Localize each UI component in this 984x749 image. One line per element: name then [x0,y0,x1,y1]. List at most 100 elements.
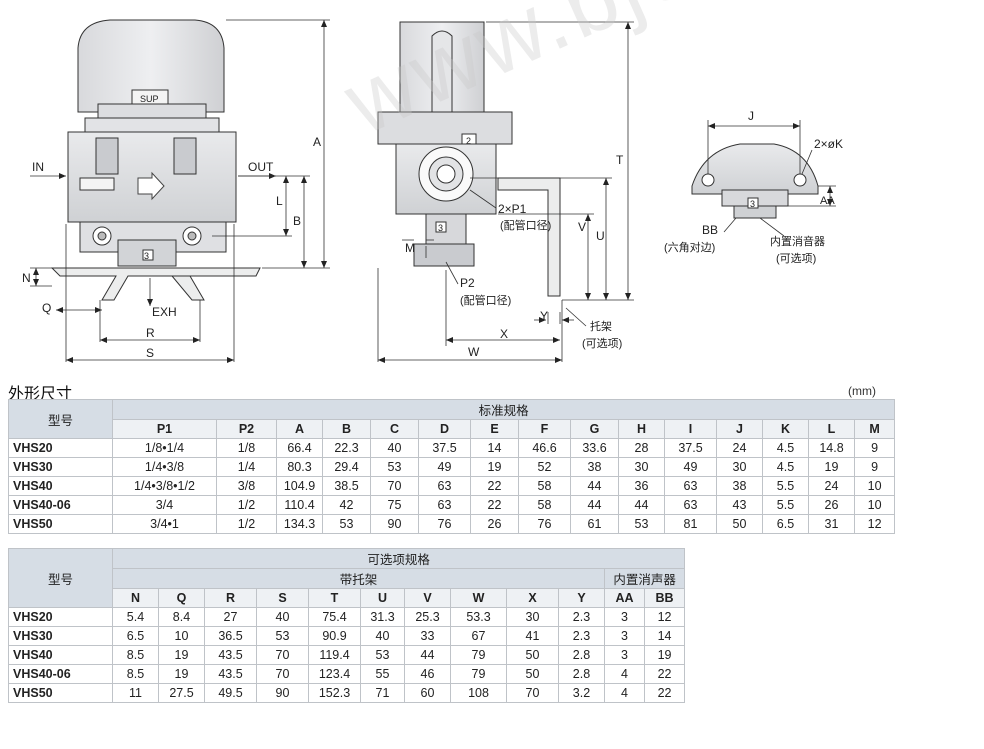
value-cell: 71 [360,683,405,703]
value-cell: 5.4 [112,607,159,627]
value-cell: 22 [470,495,519,515]
value-cell: 19 [808,457,855,477]
value-cell: 22 [643,683,686,703]
value-cell: 134.3 [276,514,323,534]
value-cell: 66.4 [276,438,323,458]
column-header-n: N [112,588,159,608]
value-cell: 58 [518,476,571,496]
dim-j-label: J [748,109,754,123]
table2-model-header: 型号 [8,548,113,608]
model-cell: VHS40-06 [8,495,113,515]
value-cell: 42 [322,495,371,515]
value-cell: 26 [808,495,855,515]
column-header-aa: AA [604,588,645,608]
value-cell: 22 [470,476,519,496]
column-header-d: D [418,419,471,439]
value-cell: 3/8 [216,476,277,496]
dim-u-label: U [596,229,605,243]
value-cell: 22.3 [322,438,371,458]
value-cell: 152.3 [308,683,361,703]
value-cell: 46.6 [518,438,571,458]
value-cell: 70 [256,645,309,665]
label-port3-side: 3 [438,223,443,233]
value-cell: 79 [450,645,507,665]
value-cell: 90 [370,514,419,534]
value-cell: 37.5 [418,438,471,458]
value-cell: 60 [404,683,451,703]
value-cell: 12 [853,514,896,534]
value-cell: 14 [643,626,686,646]
column-header-r: R [204,588,257,608]
value-cell: 90 [256,683,309,703]
value-cell: 2.3 [558,607,605,627]
label-out: OUT [248,160,274,174]
value-cell: 3 [604,645,645,665]
value-cell: 43.5 [204,645,257,665]
value-cell: 53 [370,457,419,477]
value-cell: 30 [618,457,665,477]
column-header-f: F [518,419,571,439]
dim-n-label: N [22,271,31,285]
value-cell: 8.5 [112,645,159,665]
column-header-u: U [360,588,405,608]
value-cell: 29.4 [322,457,371,477]
label-port3-top: 3 [750,199,755,209]
label-exh: EXH [152,305,177,319]
value-cell: 123.4 [308,664,361,684]
model-cell: VHS40 [8,645,113,665]
value-cell: 2.8 [558,645,605,665]
value-cell: 108 [450,683,507,703]
dim-y-label: Y [540,309,548,323]
column-header-j: J [716,419,763,439]
dim-w-label: W [468,345,480,359]
model-cell: VHS30 [8,457,113,477]
table2-group-header: 可选项规格 [111,548,686,569]
value-cell: 27.5 [158,683,205,703]
top-dimension-lines [707,120,836,237]
value-cell: 19 [470,457,519,477]
value-cell: 30 [716,457,763,477]
label-port3-front: 3 [144,251,149,261]
value-cell: 63 [418,476,471,496]
value-cell: 10 [853,495,896,515]
value-cell: 10 [158,626,205,646]
value-cell: 63 [664,476,717,496]
value-cell: 26 [470,514,519,534]
top-view [691,143,819,219]
value-cell: 49 [418,457,471,477]
column-header-v: V [404,588,451,608]
column-header-s: S [256,588,309,608]
value-cell: 49.5 [204,683,257,703]
value-cell: 24 [808,476,855,496]
value-cell: 70 [370,476,419,496]
dim-a-label: A [313,135,321,149]
value-cell: 90.9 [308,626,361,646]
value-cell: 33 [404,626,451,646]
model-cell: VHS20 [8,607,113,627]
value-cell: 63 [664,495,717,515]
value-cell: 28 [618,438,665,458]
value-cell: 49 [664,457,717,477]
column-header-m: M [853,419,896,439]
value-cell: 5.5 [762,476,809,496]
value-cell: 46 [404,664,451,684]
value-cell: 6.5 [762,514,809,534]
value-cell: 63 [418,495,471,515]
dim-b-label: B [293,214,301,228]
value-cell: 1/2 [216,495,277,515]
value-cell: 14.8 [808,438,855,458]
table1-model-header: 型号 [8,399,113,439]
dim-s-label: S [146,346,154,360]
value-cell: 61 [570,514,619,534]
value-cell: 36.5 [204,626,257,646]
model-cell: VHS30 [8,626,113,646]
value-cell: 53.3 [450,607,507,627]
model-cell: VHS40 [8,476,113,496]
value-cell: 53 [360,645,405,665]
